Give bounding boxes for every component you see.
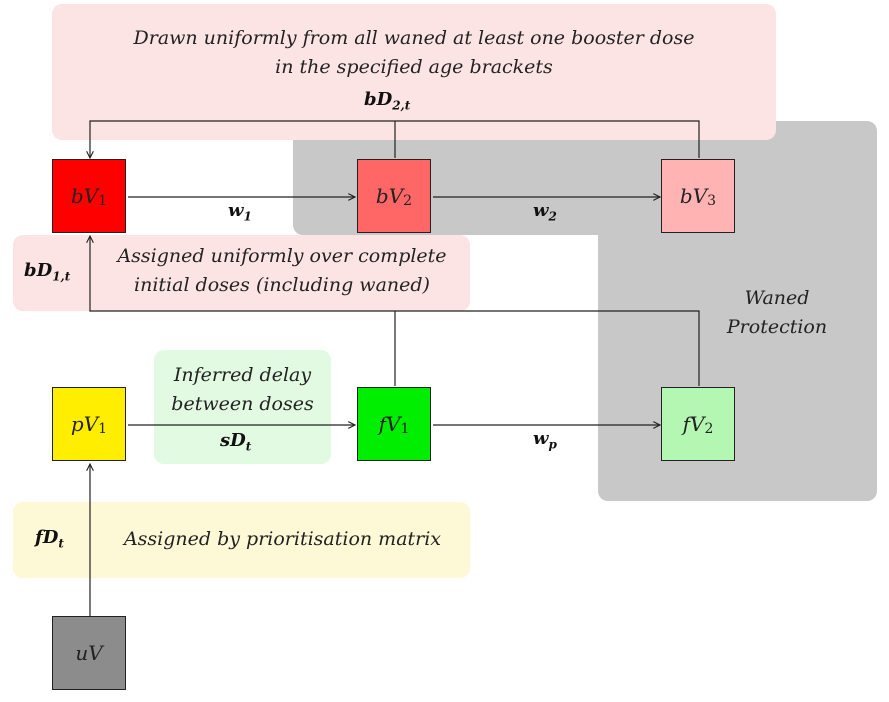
priority-region <box>13 502 470 578</box>
initial-assign-text: Assigned uniformly over complete initial… <box>117 245 447 296</box>
label-bD1t: bD1,t <box>24 260 71 284</box>
label-fDt: fDt <box>35 527 64 551</box>
label-bD2t: bD2,t <box>364 89 411 113</box>
delay-text: Inferred delay between doses <box>171 364 314 415</box>
booster-draw-region <box>52 4 776 140</box>
booster-draw-text: Drawn uniformly from all waned at least … <box>133 27 695 78</box>
node-uV: uV <box>52 616 126 690</box>
label-sDt: sDt <box>220 430 252 454</box>
initial-assign-region <box>13 235 470 311</box>
waned-protection-region-lower <box>598 200 877 501</box>
label-w1: w1 <box>228 200 252 224</box>
waned-protection-label: Waned Protection <box>726 287 828 338</box>
delay-region <box>154 350 331 464</box>
label-wp: wp <box>533 428 557 452</box>
label-w2: w2 <box>533 200 557 224</box>
priority-text: Assigned by prioritisation matrix <box>123 528 442 550</box>
